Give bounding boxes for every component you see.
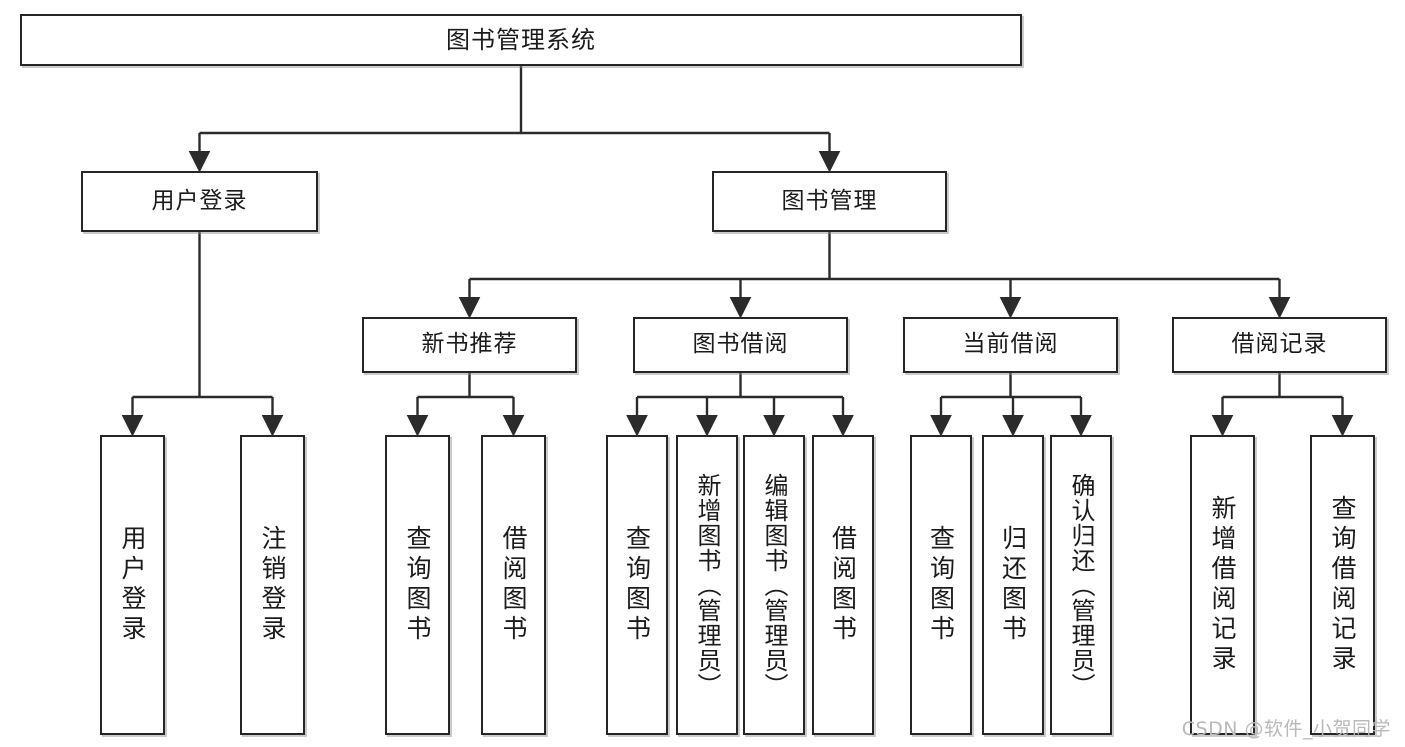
node-label: 图书借阅 bbox=[692, 331, 789, 358]
node-l_query2[interactable]: 查询图书 bbox=[606, 435, 668, 735]
node-l_queryrec[interactable]: 查询借阅记录 bbox=[1310, 435, 1375, 735]
node-label: 图书管理 bbox=[781, 187, 878, 214]
node-label: 借阅图书 bbox=[499, 525, 528, 645]
node-label: 注销登录 bbox=[258, 525, 287, 645]
node-l_borrow1[interactable]: 借阅图书 bbox=[481, 435, 546, 735]
node-label: 借阅图书 bbox=[828, 525, 858, 645]
node-label: 当前借阅 bbox=[962, 331, 1059, 358]
node-label: 图书管理系统 bbox=[446, 25, 596, 54]
node-l_query1[interactable]: 查询图书 bbox=[385, 435, 450, 735]
node-bookmgmt[interactable]: 图书管理 bbox=[712, 171, 947, 232]
node-label: 查询图书 bbox=[403, 525, 432, 645]
node-label: 用户登录 bbox=[118, 525, 147, 645]
node-label: 归还图书 bbox=[998, 525, 1028, 645]
node-current[interactable]: 当前借阅 bbox=[903, 317, 1118, 373]
node-l_logout[interactable]: 注销登录 bbox=[240, 435, 305, 735]
node-l_confirm[interactable]: 确认归还（管理员） bbox=[1050, 435, 1112, 735]
node-label: 查询借阅记录 bbox=[1328, 495, 1357, 675]
node-label: 查询图书 bbox=[926, 525, 956, 645]
node-l_edit[interactable]: 编辑图书（管理员） bbox=[743, 435, 805, 735]
node-label: 确认归还（管理员） bbox=[1067, 472, 1095, 698]
node-label: 编辑图书（管理员） bbox=[760, 472, 788, 698]
node-newbook[interactable]: 新书推荐 bbox=[362, 317, 577, 373]
node-label: 新书推荐 bbox=[421, 331, 518, 358]
node-records[interactable]: 借阅记录 bbox=[1172, 317, 1387, 373]
node-l_return[interactable]: 归还图书 bbox=[982, 435, 1044, 735]
node-login[interactable]: 用户登录 bbox=[81, 171, 318, 232]
node-root[interactable]: 图书管理系统 bbox=[20, 14, 1022, 66]
node-l_addrec[interactable]: 新增借阅记录 bbox=[1190, 435, 1255, 735]
node-l_borrow2[interactable]: 借阅图书 bbox=[812, 435, 874, 735]
node-label: 查询图书 bbox=[622, 525, 652, 645]
node-l_add[interactable]: 新增图书（管理员） bbox=[676, 435, 738, 735]
node-label: 新增图书（管理员） bbox=[693, 472, 721, 698]
node-label: 用户登录 bbox=[151, 187, 248, 214]
node-l_login[interactable]: 用户登录 bbox=[100, 435, 165, 735]
node-l_query3[interactable]: 查询图书 bbox=[910, 435, 972, 735]
node-label: 新增借阅记录 bbox=[1208, 495, 1237, 675]
node-borrow[interactable]: 图书借阅 bbox=[633, 317, 848, 373]
node-label: 借阅记录 bbox=[1231, 331, 1328, 358]
